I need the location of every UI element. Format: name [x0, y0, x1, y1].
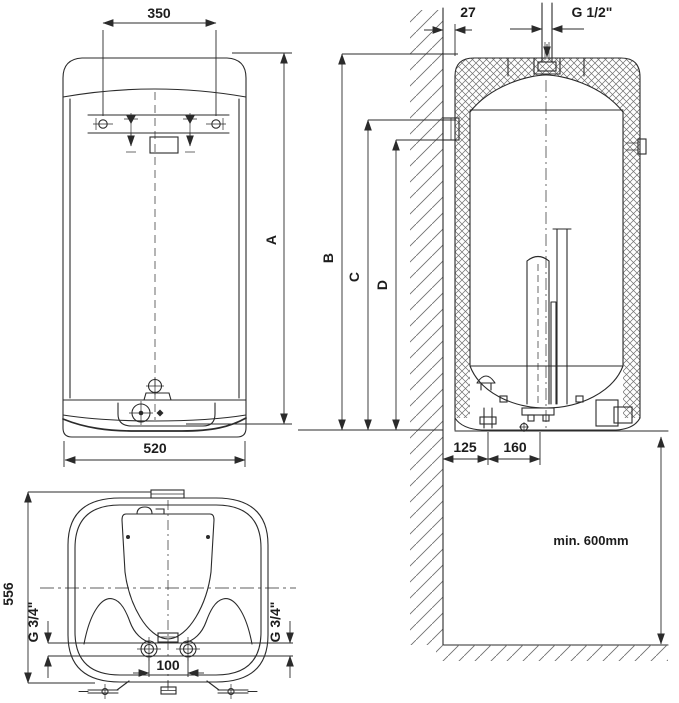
top-tab — [150, 489, 185, 499]
bottom-outline-inner — [74, 504, 262, 676]
bottom-outline-outer — [67, 497, 269, 683]
cable-entry-plate — [149, 136, 179, 154]
dim-100-label: 100 — [156, 657, 180, 673]
front-lower-fittings — [62, 377, 247, 432]
dim-g12: G 1/2" — [510, 4, 613, 33]
dim-g34-left-label: G 3/4" — [25, 602, 41, 643]
mounting-feet — [78, 680, 258, 699]
bottom-cover-panel — [121, 513, 215, 640]
section-view: 27 G 1/2" B C D 125 — [298, 2, 669, 661]
panel-screw-left — [126, 535, 130, 539]
indicator-lamp — [156, 409, 164, 417]
heater-front-outline — [62, 57, 247, 438]
dim-D-label: D — [374, 280, 390, 290]
side-fitting — [626, 138, 647, 155]
dim-520-label: 520 — [143, 440, 167, 456]
dim-520: 520 — [63, 440, 246, 467]
plinth-edge — [62, 417, 247, 432]
casing-contour-left — [83, 598, 153, 645]
dim-27: 27 — [424, 4, 476, 56]
dim-160-label: 160 — [503, 439, 527, 455]
dim-B-label: B — [320, 253, 336, 263]
dim-D: D — [374, 139, 456, 431]
bottom-view: G 3/4" G 3/4" 100 — [0, 489, 296, 699]
clearance-zone: min. 600mm — [436, 436, 669, 661]
wall-hatch — [410, 10, 443, 645]
bottom-assembly — [454, 375, 669, 432]
insulation-joints — [507, 57, 585, 77]
dim-350: 350 — [102, 5, 217, 116]
dim-125-label: 125 — [453, 439, 477, 455]
casing-contour-right — [183, 598, 253, 645]
dim-100: 100 — [133, 657, 204, 677]
dim-g34-right: G 3/4" — [267, 602, 294, 678]
mounting-bracket — [87, 113, 230, 153]
casing-outline — [454, 57, 641, 431]
keyhole-slot-right — [183, 113, 197, 153]
dim-C-label: C — [346, 272, 362, 282]
dim-125-160: 125 160 — [442, 432, 541, 465]
floor-hatch — [436, 645, 668, 661]
dim-A: A — [186, 52, 292, 425]
keyhole-slot-left — [124, 113, 138, 153]
front-view: 350 520 A — [62, 5, 292, 467]
dim-A-label: A — [263, 235, 279, 245]
dim-C: C — [346, 119, 456, 431]
pipe-connection-left — [137, 637, 161, 661]
pipe-connection-right — [176, 637, 200, 661]
dim-350-label: 350 — [147, 5, 171, 21]
inner-tank — [469, 74, 624, 409]
dim-min600-label: min. 600mm — [553, 533, 628, 548]
panel-screw-right — [206, 535, 210, 539]
outlet-pipe — [483, 407, 493, 429]
dim-556: 556 — [0, 491, 151, 684]
dim-g12-label: G 1/2" — [572, 4, 613, 20]
dim-27-label: 27 — [460, 4, 476, 20]
top-cover-seam — [62, 88, 247, 98]
side-panel-seams — [69, 98, 240, 399]
dim-B: B — [320, 53, 458, 431]
heating-element-flange — [521, 407, 555, 416]
dim-556-label: 556 — [0, 582, 16, 606]
terminal-box — [595, 399, 619, 427]
internal-tubes — [526, 80, 572, 428]
insulation-hatch — [455, 58, 640, 418]
dim-g34-right-label: G 3/4" — [267, 602, 283, 643]
thermostat-pocket — [476, 375, 496, 391]
